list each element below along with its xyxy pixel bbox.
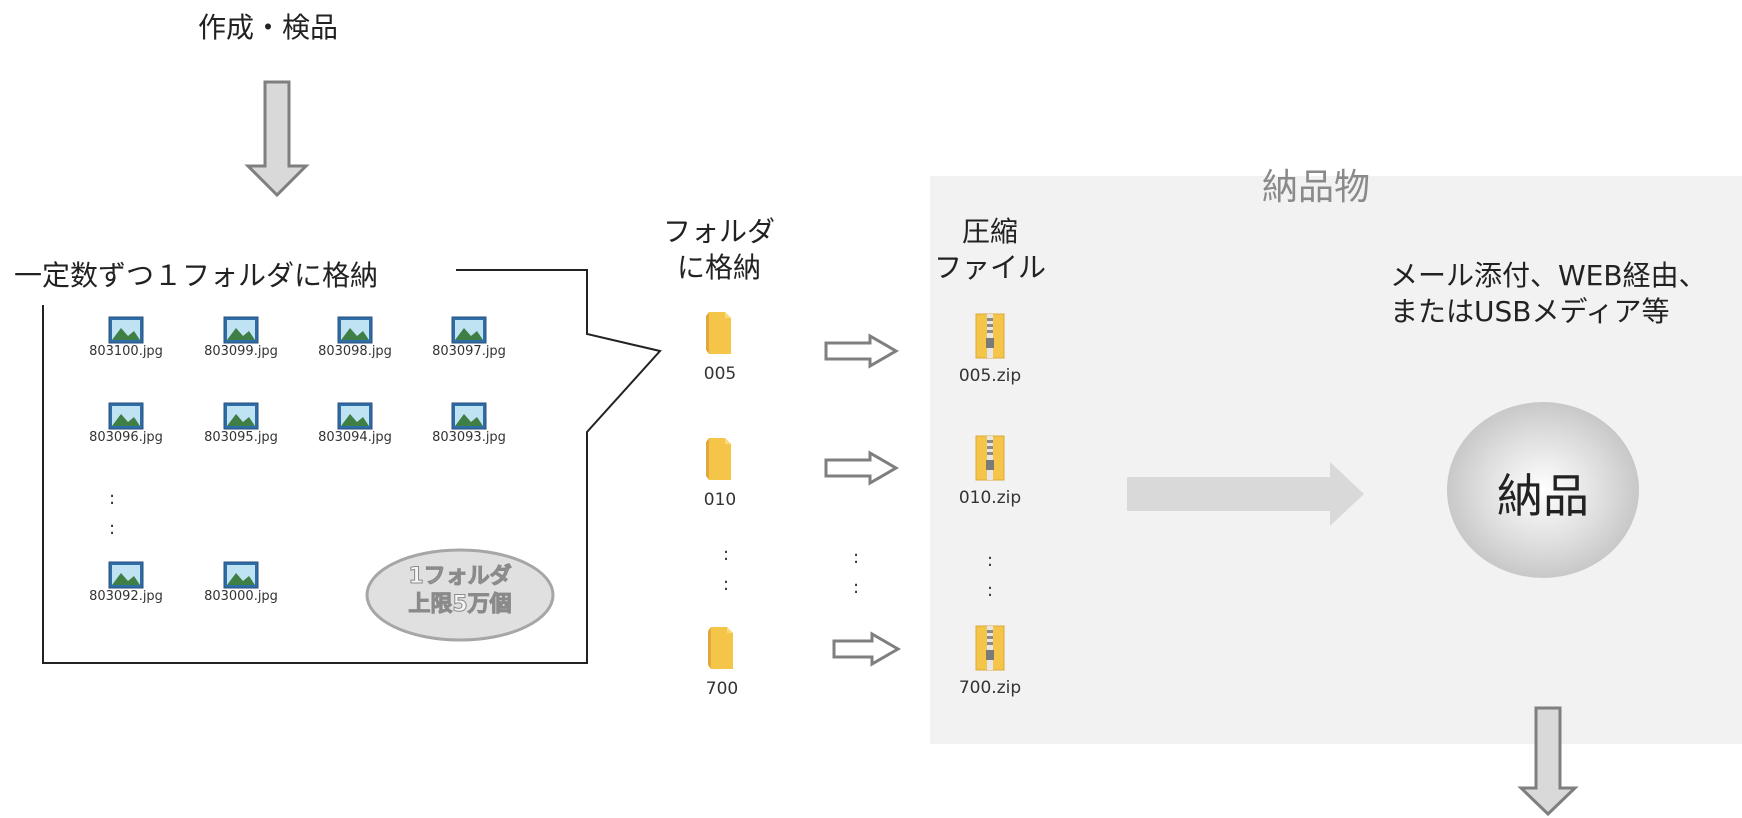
file-name: 803097.jpg [432,344,506,359]
folder-name: 005 [703,364,737,384]
zip-header-line2: ファイル [933,251,1046,284]
file-name: 803095.jpg [204,430,278,445]
image-file-icon [337,316,373,344]
limit-badge-line1: 1フォルダ [408,564,512,590]
image-file-icon [451,316,487,344]
delivery-method: メール添付、WEB経由、 またはUSBメディア等 [1390,258,1707,330]
image-file-icon [108,561,144,589]
image-file-item[interactable]: 803100.jpg [80,316,172,359]
image-file-icon [108,316,144,344]
file-name: 803092.jpg [89,589,163,604]
image-file-icon [223,402,259,430]
image-file-item[interactable]: 803096.jpg [80,402,172,445]
folder-to-zip-arrow [824,333,900,369]
delivery-method-line1: メール添付、WEB経由、 [1390,259,1707,292]
file-name: 803099.jpg [204,344,278,359]
image-file-icon [337,402,373,430]
limit-badge-shape [365,548,555,642]
delivery-node-label: 納品 [1497,469,1589,523]
folder-header-line1: フォルダ [662,215,775,248]
file-name: 803000.jpg [204,589,278,604]
file-name: 803094.jpg [318,430,392,445]
ellipsis: : [108,518,116,539]
image-file-item[interactable]: 803099.jpg [195,316,287,359]
zip-name: 010.zip [958,488,1022,508]
image-file-icon [108,402,144,430]
delivery-node [1447,402,1639,578]
ellipsis: : [108,488,116,509]
image-file-item[interactable]: 803095.jpg [195,402,287,445]
folder-column-header: フォルダ に格納 [644,214,794,286]
image-file-item[interactable]: 803093.jpg [423,402,515,445]
down-arrow-bottom [1517,706,1579,817]
ellipsis: : [852,547,860,568]
zip-file-item[interactable]: 700.zip [950,624,1030,698]
zip-column-header: 圧縮 ファイル [920,214,1060,286]
folder-icon [706,438,731,480]
folder-to-zip-arrow [832,631,902,667]
ellipsis: : [722,574,730,595]
delivery-method-line2: またはUSBメディア等 [1390,295,1670,328]
folder-to-zip-arrow [824,450,900,486]
folder-name: 700 [705,679,739,699]
zip-file-icon [975,435,1005,481]
zip-file-icon [975,625,1005,671]
delivery-arrow [1127,462,1364,526]
folder-icon [708,627,733,669]
folder-header-line2: に格納 [676,251,761,284]
ellipsis: : [986,580,994,601]
image-file-item[interactable]: 803097.jpg [423,316,515,359]
limit-badge-line2: 上限5万個 [408,592,512,618]
store-caption: 一定数ずつ１フォルダに格納 [14,259,379,292]
deliverable-title: 納品物 [1262,167,1371,208]
image-file-icon [223,316,259,344]
limit-badge: 1フォルダ 上限5万個 [367,563,553,619]
image-file-icon [223,561,259,589]
callout-box [42,269,662,664]
zip-file-item[interactable]: 005.zip [950,312,1030,386]
file-name: 803093.jpg [432,430,506,445]
image-file-item[interactable]: 803000.jpg [195,561,287,604]
folder-icon [706,312,731,354]
ellipsis: : [722,544,730,565]
zip-name: 005.zip [958,366,1022,386]
file-name: 803100.jpg [89,344,163,359]
folder-name: 010 [703,490,737,510]
image-file-item[interactable]: 803092.jpg [80,561,172,604]
ellipsis: : [986,550,994,571]
file-name: 803096.jpg [89,430,163,445]
file-grid: 803100.jpg 803099.jpg 803098.jpg 803097.… [80,316,560,636]
image-file-item[interactable]: 803094.jpg [309,402,401,445]
down-arrow-top [244,80,310,198]
zip-header-line1: 圧縮 [961,215,1018,248]
zip-file-item[interactable]: 010.zip [950,434,1030,508]
file-name: 803098.jpg [318,344,392,359]
zip-name: 700.zip [958,678,1022,698]
folder-item[interactable]: 005 [690,310,750,384]
image-file-item[interactable]: 803098.jpg [309,316,401,359]
zip-file-icon [975,313,1005,359]
image-file-icon [451,402,487,430]
ellipsis: : [852,577,860,598]
folder-item[interactable]: 010 [690,436,750,510]
top-step-label: 作成・検品 [198,11,339,44]
folder-item[interactable]: 700 [692,625,752,699]
